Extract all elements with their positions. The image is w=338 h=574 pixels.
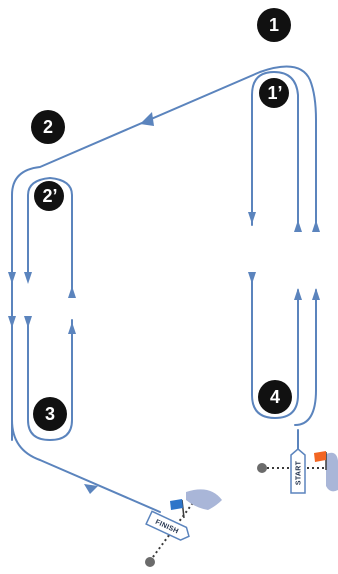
mark-3: 3	[33, 397, 67, 431]
route-arrows	[8, 112, 320, 494]
mark-3-circle	[33, 397, 67, 431]
mark-2-prime: 2’	[34, 181, 64, 211]
arrow-finish-leg	[84, 484, 98, 494]
mark-2-prime-circle	[34, 181, 64, 211]
mark-4-label: 4	[270, 387, 280, 407]
route-loop-mark-1-prime	[251, 71, 299, 231]
arrow-left-lower-down-inner	[24, 316, 32, 328]
start-pin-buoy	[257, 463, 267, 473]
mark-4-circle	[258, 380, 292, 414]
start-label: START	[296, 460, 303, 485]
start-committee-boat	[326, 452, 338, 492]
mark-3-label: 3	[45, 404, 55, 424]
mark-1: 1	[257, 8, 291, 42]
arrow-left-down-outer	[8, 272, 16, 284]
mark-1-prime: 1’	[259, 78, 289, 108]
mark-1-prime-circle	[259, 78, 289, 108]
route-loop-mark-3	[27, 317, 73, 441]
route-leg-to-mark-1	[11, 65, 317, 441]
mark-2-prime-label: 2’	[42, 186, 57, 206]
mark-2: 2	[31, 110, 65, 144]
mark-2-circle	[31, 110, 65, 144]
mark-2-label: 2	[43, 117, 53, 137]
arrow-mark1-down-left	[248, 212, 256, 224]
route-finish-leg	[11, 317, 161, 513]
arrow-right-lower-up-mid	[294, 288, 302, 300]
route-right-lower-left	[251, 279, 299, 419]
finish-flag	[170, 499, 183, 510]
mark-1-prime-label: 1’	[267, 83, 282, 103]
route-loop-mark-2-prime	[27, 177, 73, 291]
mark-1-circle	[257, 8, 291, 42]
start-line: START	[257, 448, 338, 494]
finish-pin-buoy	[145, 557, 155, 567]
route-right-lower-right	[294, 289, 317, 426]
course-routes	[11, 65, 317, 513]
mark-4: 4	[258, 380, 292, 414]
arrow-left-up-upper	[68, 286, 76, 298]
finish-sign: FINISH	[145, 510, 190, 541]
start-flag	[314, 451, 326, 462]
start-sign: START	[290, 448, 306, 494]
arrow-right-lower-up-right	[312, 288, 320, 300]
arrow-right-lower-down	[248, 272, 256, 284]
mark-1-label: 1	[269, 15, 279, 35]
finish-line: FINISH	[145, 489, 222, 567]
arrow-diagonal	[140, 112, 154, 126]
arrow-left-down-inner	[24, 272, 32, 284]
arrow-left-up-lower	[68, 322, 76, 334]
finish-committee-boat	[186, 489, 222, 510]
arrow-mark1-up-mid	[294, 220, 302, 232]
arrow-left-lower-down-outer	[8, 316, 16, 328]
arrow-mark1-up-right	[312, 220, 320, 232]
